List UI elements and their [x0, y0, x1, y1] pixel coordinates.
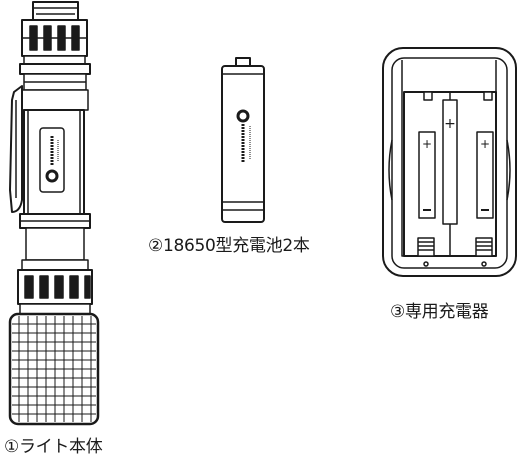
flashlight-illustration — [8, 1, 100, 426]
svg-text:+: + — [444, 116, 456, 132]
charger-illustration: + + + — [382, 47, 517, 277]
flashlight-caption: ①ライト本体 — [4, 437, 103, 457]
batteries-caption: ②18650型充電池2本 — [148, 236, 310, 256]
svg-text:+: + — [422, 137, 432, 151]
charger-caption: ③専用充電器 — [390, 302, 489, 322]
battery-illustration — [221, 57, 265, 223]
svg-text:+: + — [480, 137, 490, 151]
